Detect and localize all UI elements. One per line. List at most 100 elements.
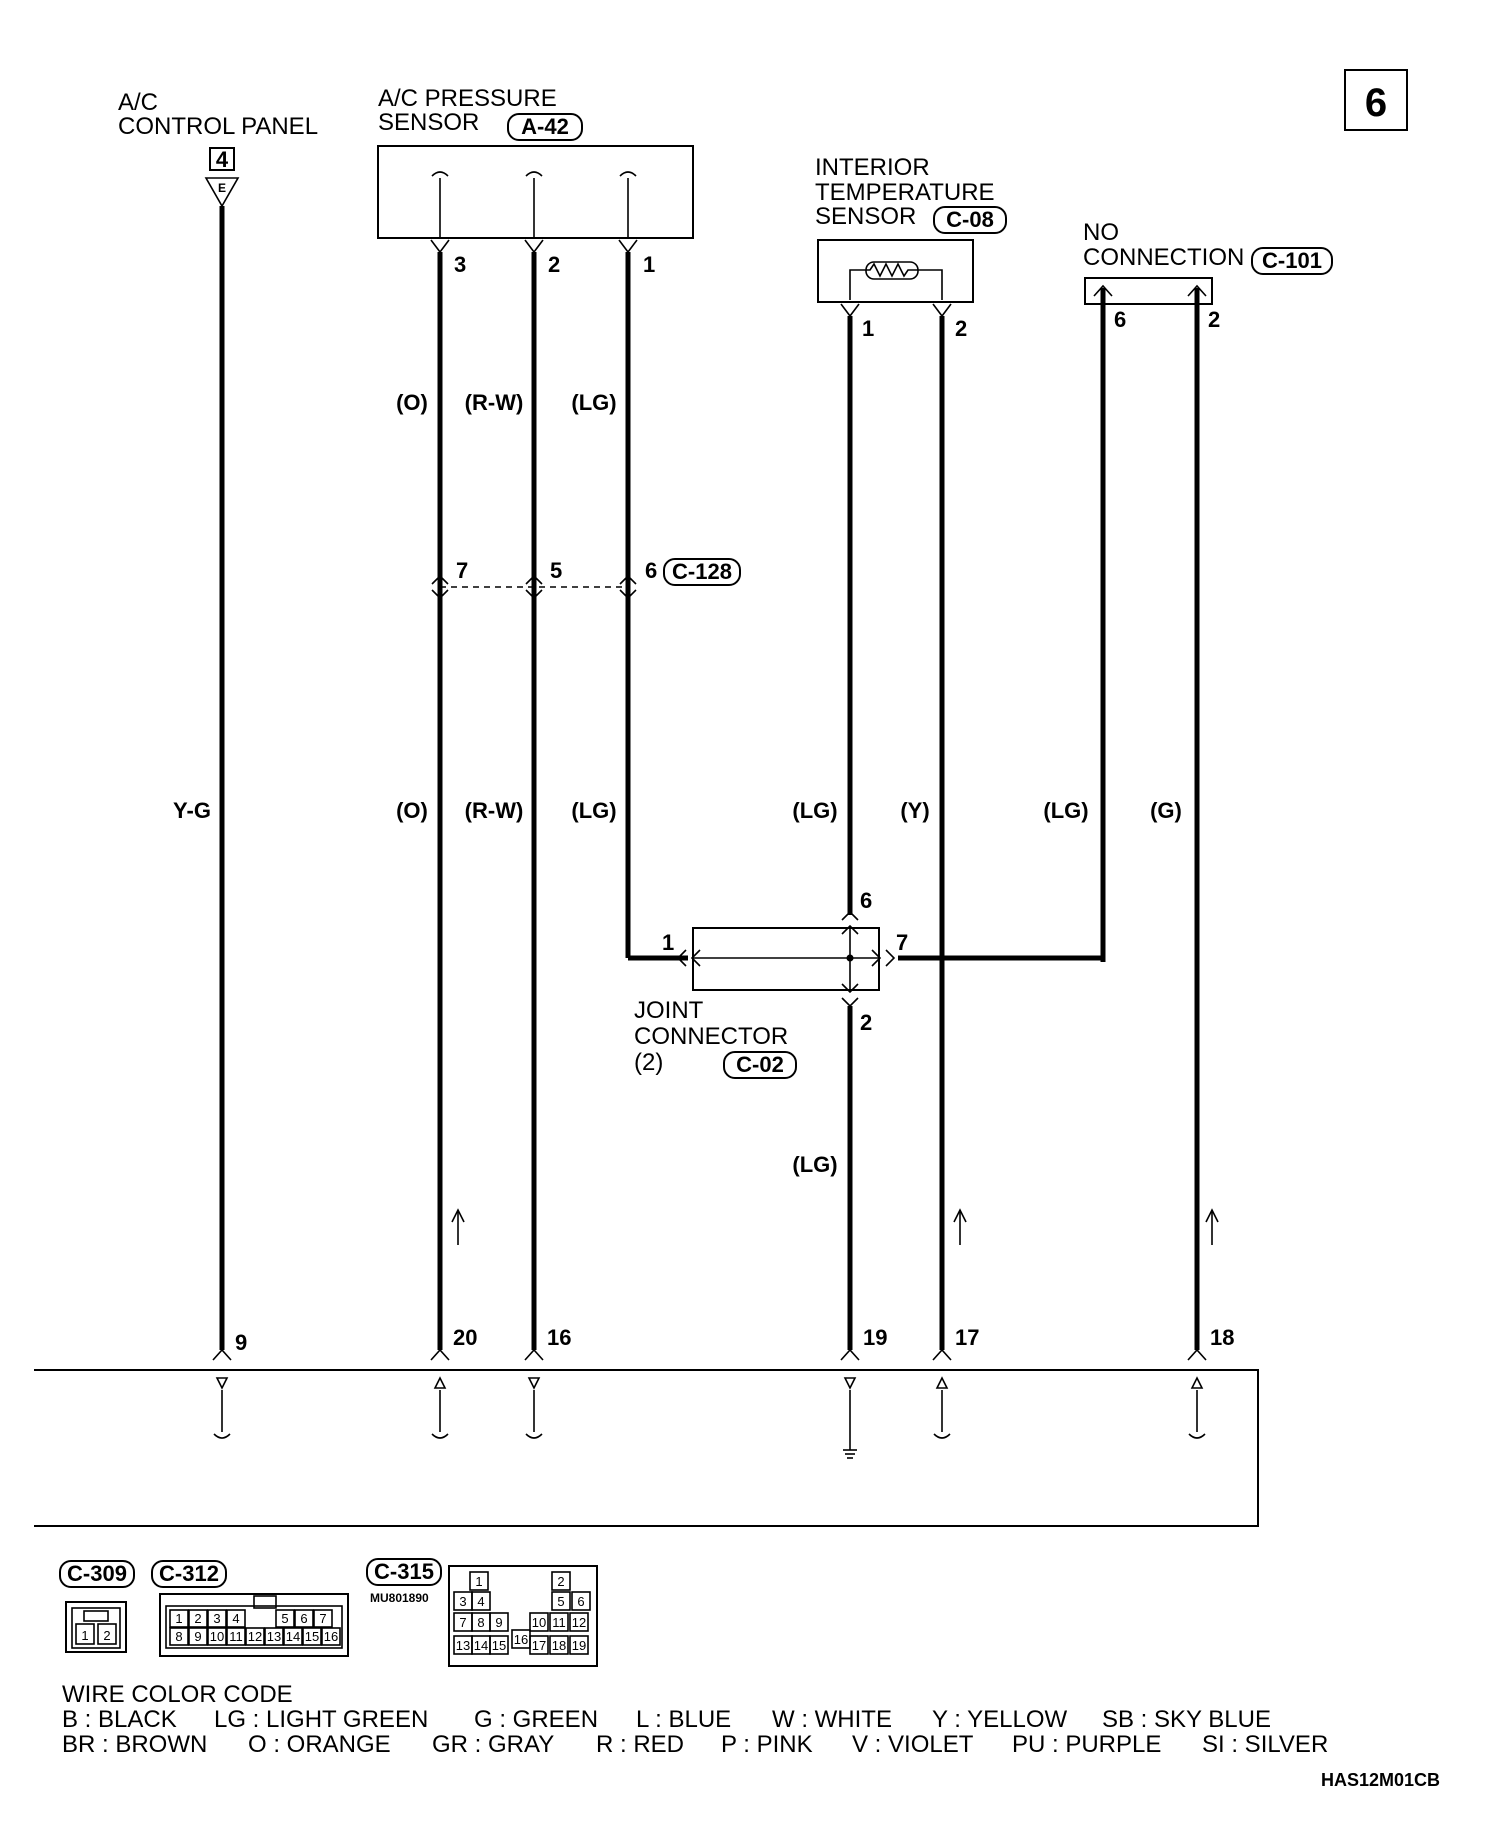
c315-part-number: MU801890 — [370, 1591, 429, 1605]
no-connection-connector: C-101 — [1262, 248, 1322, 273]
c312-pin-1-cell — [169, 1609, 189, 1628]
wire-label-lower-lg: (LG) — [792, 1152, 837, 1177]
legend-si: SI : SILVER — [1202, 1731, 1328, 1758]
interior-temp-body — [817, 239, 974, 303]
no-connection-label-2: CONNECTION — [1083, 244, 1244, 271]
legend-br: BR : BROWN — [62, 1731, 207, 1758]
c315-pin-12: 12 — [572, 1615, 586, 1630]
ecu-internal-terminals — [213, 1376, 1206, 1459]
c315-pin-6-cell — [571, 1591, 591, 1611]
c309-pin-2: 2 — [103, 1628, 110, 1643]
no-connection: NO CONNECTION C-101 6 2 — [1083, 219, 1333, 332]
intermediate-connector-c128: 7 5 6 C-128 — [431, 558, 741, 600]
joint-pin-1: 1 — [662, 930, 674, 955]
c315-pin-11: 11 — [552, 1615, 566, 1630]
ac-pressure-pin-3: 3 — [454, 252, 466, 277]
legend-title: WIRE COLOR CODE — [62, 1681, 293, 1708]
legend-v: V : VIOLET — [852, 1731, 974, 1758]
wire-label-upper-lg: (LG) — [571, 390, 616, 415]
c315-pin-17: 17 — [532, 1638, 546, 1653]
ac-pressure-sensor-connector: A-42 — [521, 114, 569, 139]
legend-p: P : PINK — [721, 1731, 813, 1758]
wire-label-y-g: Y-G — [173, 798, 211, 823]
connector-view-c309: C-309 1 2 — [59, 1560, 135, 1653]
interior-temp-label-3: SENSOR — [815, 203, 916, 230]
c128-pin-6: 6 — [645, 558, 657, 583]
wire-label-mid-o: (O) — [396, 798, 428, 823]
interior-temp-label-1: INTERIOR — [815, 154, 930, 181]
c312-pin-11-cell — [226, 1627, 246, 1646]
ac-pressure-pin-2: 2 — [548, 252, 560, 277]
control-unit-box — [34, 1369, 1259, 1527]
c315-pin-18: 18 — [552, 1638, 566, 1653]
bottom-pin-20: 20 — [453, 1325, 477, 1350]
c312-pin-6-cell — [294, 1609, 314, 1628]
c312-label: C-312 — [159, 1561, 219, 1586]
joint-connector-label-2: CONNECTOR — [634, 1023, 788, 1050]
c315-pin-5-cell — [551, 1591, 571, 1611]
c315-pin-12-cell — [569, 1612, 589, 1632]
wire-label-mid-g: (G) — [1150, 798, 1182, 823]
c312-pin-10: 10 — [210, 1629, 224, 1644]
c312-pin-14: 14 — [286, 1629, 300, 1644]
no-connection-body — [1084, 277, 1213, 305]
c312-pin-5: 5 — [281, 1611, 288, 1626]
c315-pin-11-cell — [549, 1612, 569, 1632]
legend-y: Y : YELLOW — [932, 1706, 1068, 1733]
c312-pin-1: 1 — [175, 1611, 182, 1626]
c312-pin-13-cell — [264, 1627, 284, 1646]
c312-pin-7: 7 — [319, 1611, 326, 1626]
c312-pin-16: 16 — [324, 1629, 338, 1644]
c315-pin-16: 16 — [514, 1632, 528, 1647]
bottom-pin-9: 9 — [235, 1330, 247, 1355]
c312-pin-8: 8 — [175, 1629, 182, 1644]
wire-label-upper-o: (O) — [396, 390, 428, 415]
page-number: 6 — [1365, 81, 1387, 125]
c315-pin-8: 8 — [477, 1615, 484, 1630]
c312-pin-3: 3 — [213, 1611, 220, 1626]
c315-pin-6: 6 — [577, 1594, 584, 1609]
c312-pin-12: 12 — [248, 1629, 262, 1644]
ac-control-panel-label-1: A/C — [118, 89, 158, 116]
c315-pin-1-cell — [469, 1571, 489, 1591]
interior-temp-pin-2: 2 — [955, 316, 967, 341]
ac-pressure-sensor-label-1: A/C PRESSURE — [378, 85, 557, 112]
ac-control-panel-label-2: CONTROL PANEL — [118, 113, 318, 140]
legend-lg: LG : LIGHT GREEN — [214, 1706, 428, 1733]
c315-pin-19-cell — [569, 1635, 589, 1655]
legend-r: R : RED — [596, 1731, 684, 1758]
legend-g: G : GREEN — [474, 1706, 598, 1733]
c312-pin-12-cell — [245, 1627, 265, 1646]
c128-pin-5: 5 — [550, 558, 562, 583]
joint-pin-6: 6 — [860, 888, 872, 913]
joint-pin-7: 7 — [896, 930, 908, 955]
c312-pin-8-cell — [169, 1627, 189, 1646]
ac-control-panel-ground: E — [218, 181, 226, 195]
c315-pin-13: 13 — [456, 1638, 470, 1653]
wire-label-mid-lg-3: (LG) — [1043, 798, 1088, 823]
c312-pin-9: 9 — [194, 1629, 201, 1644]
c315-pin-15-cell — [489, 1635, 509, 1655]
c315-pin-1: 1 — [475, 1574, 482, 1589]
interior-temp-connector: C-08 — [946, 207, 994, 232]
c315-pin-14: 14 — [474, 1638, 488, 1653]
legend-gr: GR : GRAY — [432, 1731, 554, 1758]
c315-label: C-315 — [374, 1559, 434, 1584]
c312-pin-6: 6 — [300, 1611, 307, 1626]
c315-pin-4-cell — [471, 1591, 491, 1611]
c315-pin-2: 2 — [557, 1574, 564, 1589]
c315-pin-2-cell — [551, 1571, 571, 1591]
interior-temp-pin-1: 1 — [862, 316, 874, 341]
ac-pressure-sensor: A/C PRESSURE SENSOR A-42 3 2 1 — [377, 85, 694, 277]
c315-pin-4: 4 — [477, 1594, 484, 1609]
figure-id: HAS12M01CB — [1321, 1770, 1440, 1790]
c315-pin-10: 10 — [532, 1615, 546, 1630]
c309-label: C-309 — [67, 1561, 127, 1586]
c312-pin-16-cell — [321, 1627, 341, 1646]
legend-sb: SB : SKY BLUE — [1102, 1706, 1271, 1733]
c312-pin-10-cell — [207, 1627, 227, 1646]
joint-connector-label-1: JOINT — [634, 997, 704, 1024]
joint-pin-2: 2 — [860, 1010, 872, 1035]
c312-pin-5-cell — [275, 1609, 295, 1628]
